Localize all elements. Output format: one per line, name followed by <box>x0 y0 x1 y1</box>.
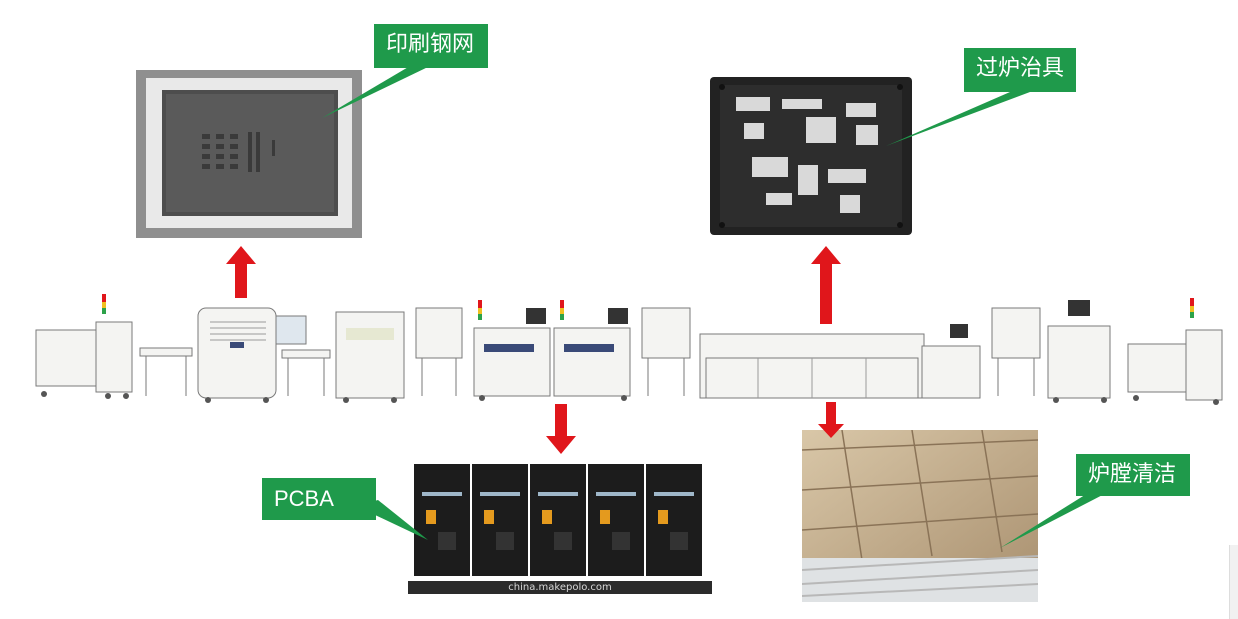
arrow-up-icon <box>811 246 841 324</box>
oven-clean-label: 炉膛清洁 <box>1076 454 1190 496</box>
stencil-label: 印刷钢网 <box>374 24 488 68</box>
conveyor <box>281 349 331 359</box>
pcba-photo: china.makepolo.com <box>408 452 712 594</box>
stencil-printer <box>197 307 277 399</box>
conveyor <box>415 307 463 359</box>
scroll-edge <box>1229 545 1238 619</box>
conveyor <box>991 307 1041 359</box>
stencil-photo <box>136 70 362 238</box>
pcba-watermark: china.makepolo.com <box>408 581 712 594</box>
aoi-machine <box>1047 325 1111 399</box>
fixture-photo <box>706 73 916 239</box>
arrow-up-icon <box>226 246 256 298</box>
pick-and-place-1 <box>473 327 551 397</box>
arrow-down-icon <box>818 402 844 438</box>
conveyor <box>139 347 193 357</box>
smt-line <box>35 294 1223 405</box>
fixture-label: 过炉治具 <box>964 48 1076 92</box>
oven-chamber-photo <box>802 430 1038 602</box>
spi-machine <box>335 311 405 399</box>
unloader-machine <box>1127 343 1193 393</box>
loader-machine <box>35 329 101 387</box>
conveyor <box>641 307 691 359</box>
arrow-down-icon <box>546 404 576 454</box>
pcba-label: PCBA <box>262 478 376 520</box>
